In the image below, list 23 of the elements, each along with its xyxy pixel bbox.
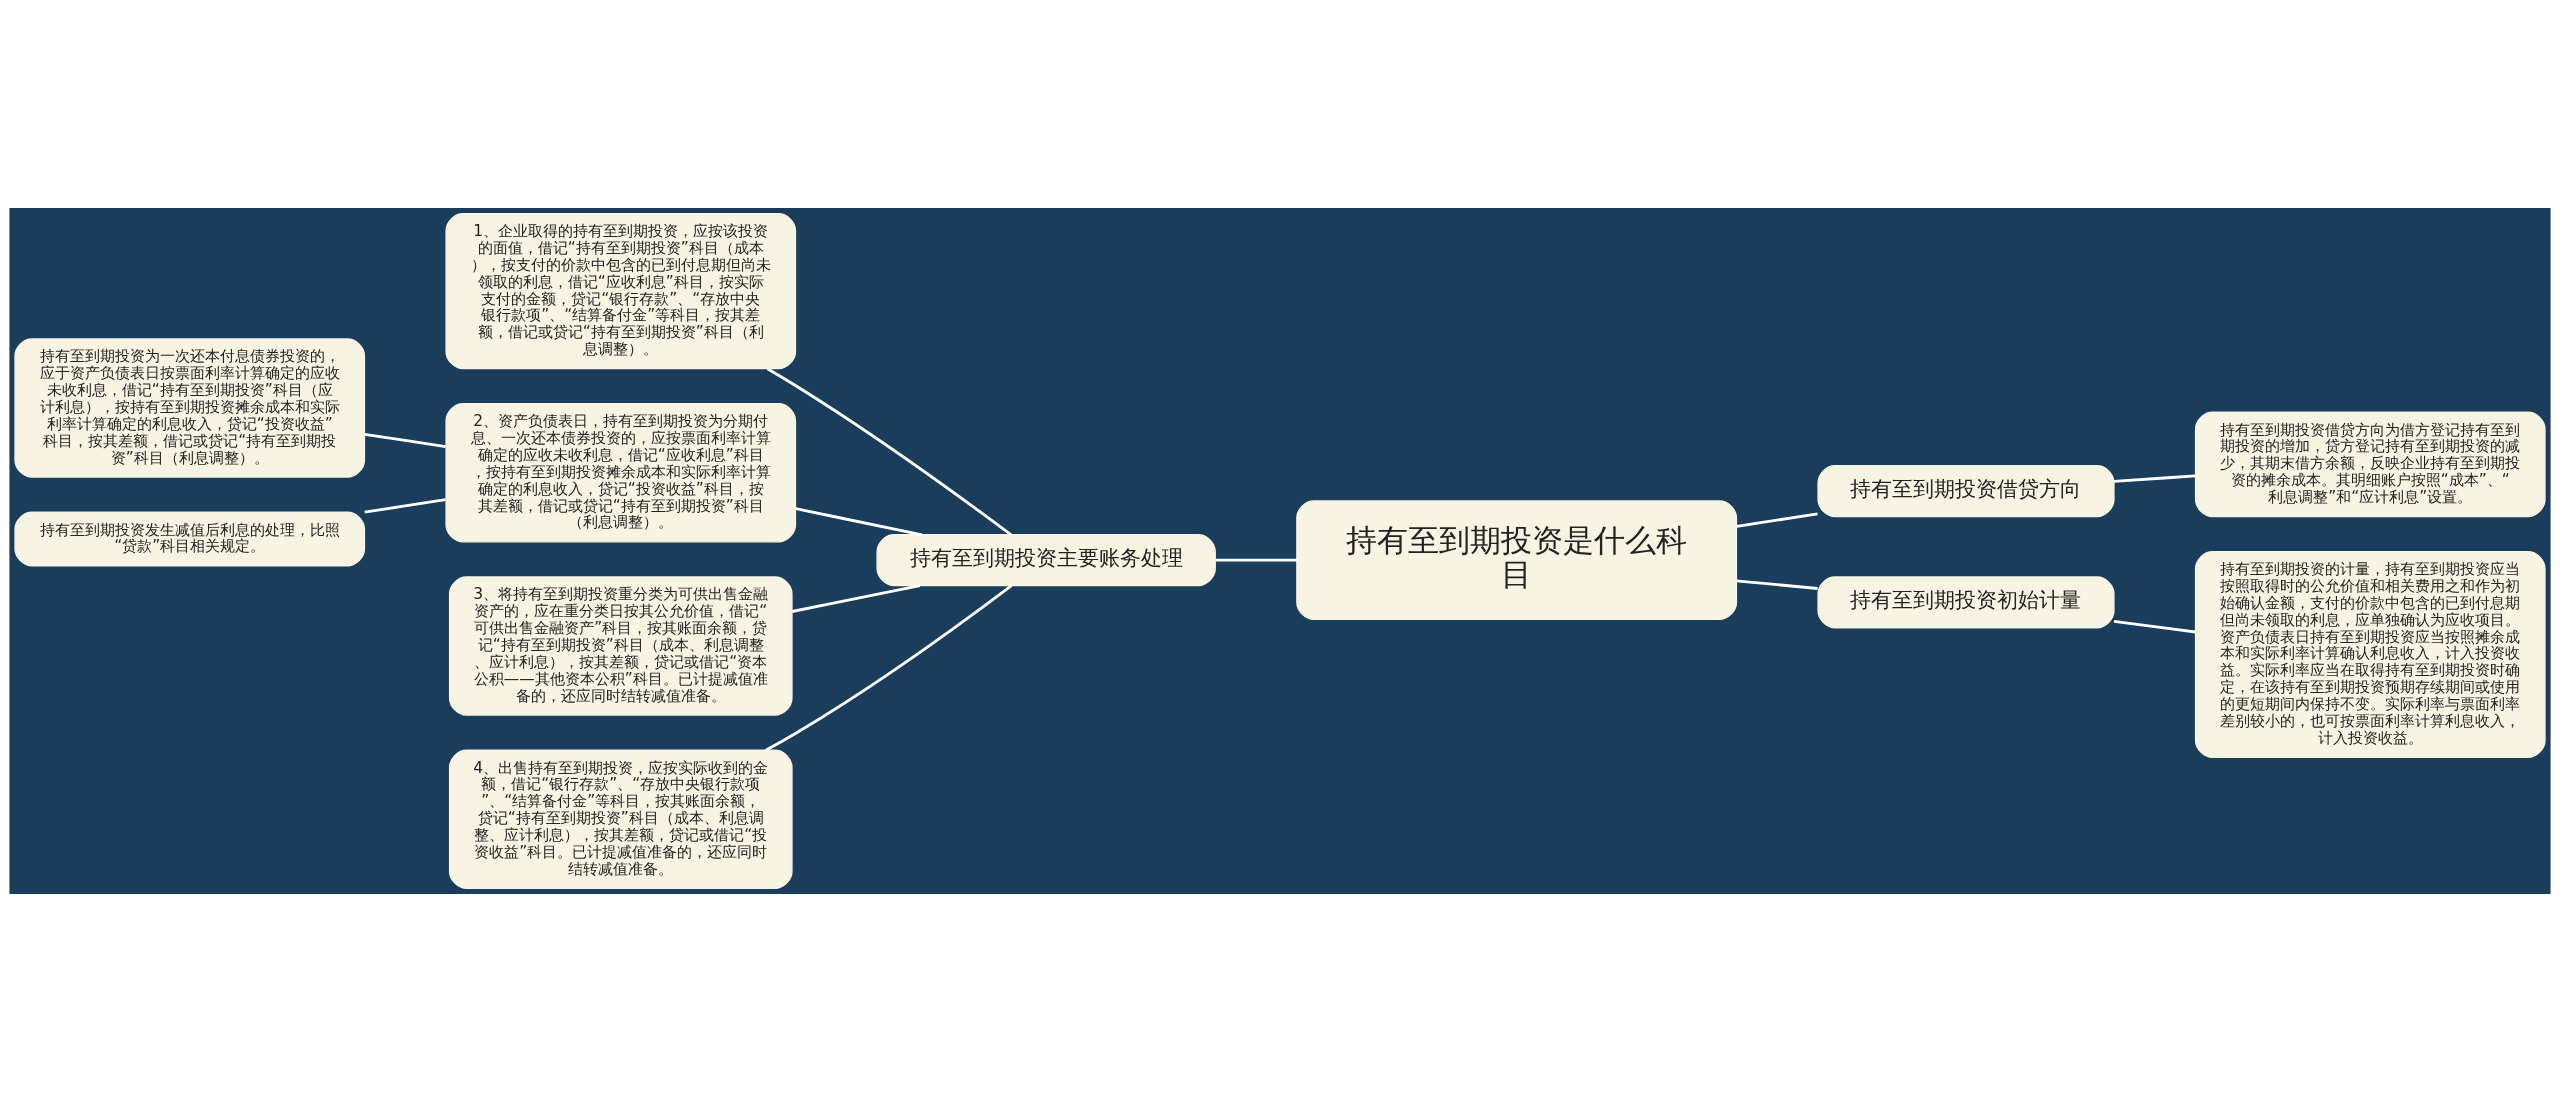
node-box: 持有至到期投资发生减值后利息的处理，比照“贷款”科目相关规定。 [14, 511, 366, 567]
node-box: 2、资产负债表日，持有至到期投资为分期付息、一次还本债券投资的，应按票面利率计算确定的应收未收利息，借记“应收利息”科目，按持有至到期投资摊余成本和实际利率计算确定的利息收入，贷记“投资收益”科目，按其差额，借记或贷记“持有至到期投资”科目（利息调整）。 [445, 403, 797, 543]
node-box: 持有至到期投资初始计量 [1817, 576, 2115, 629]
connector [791, 584, 921, 613]
node-box: 持有至到期投资借贷方向为借方登记持有至到期投资的增加，贷方登记持有至到期投资的减少，其期末借方余额，反映企业持有至到期投资的摊余成本。其明细账户按照“成本”、“利息调整”和“应计利息”设置。 [2194, 411, 2546, 518]
node-box: 4、出售持有至到期投资，应按实际收到的金额，借记“银行存款”、“存放中央银行款项”、“结算备付金”等科目，按其账面余额，贷记“持有至到期投资”科目（成本、利息调整、应计利息），按其差额，贷记或借记“投资收益”科目。已计提减值准备的，还应同时结转减值准备。 [448, 749, 793, 890]
connector [2113, 474, 2196, 483]
node-box: 1、企业取得的持有至到期投资，应按该投资的面值，借记“持有至到期投资”科目（成本），按支付的价款中包含的已到付息期但尚未领取的利息，借记“应收利息”科目，按实际支付的金额，贷记“银行存款”、“存放中央银行款项”、“结算备付金”等科目，按其差额，借记或贷记“持有至到期投资”科目（利息调整）。 [445, 212, 797, 370]
connector [765, 584, 1013, 752]
connector [1736, 512, 1818, 528]
connector [1215, 558, 1297, 562]
node-box: 持有至到期投资主要账务处理 [876, 534, 1216, 587]
connector [364, 432, 446, 448]
node-box: 持有至到期投资借贷方向 [1817, 465, 2115, 518]
connector [2113, 620, 2196, 634]
connector [364, 498, 446, 514]
node-box: 持有至到期投资是什么科目 [1296, 500, 1738, 621]
connector [795, 507, 923, 537]
node-box: 持有至到期投资为一次还本付息债券投资的，应于资产负债表日按票面利率计算确定的应收未收利息，借记“持有至到期投资”科目（应计利息），按持有至到期投资摊余成本和实际利率计算确定的利息收入，贷记“投资收益”科目，按其差额，借记或贷记“持有至到期投资”科目（利息调整）。 [14, 338, 366, 478]
connector [1736, 579, 1818, 590]
node-box: 3、将持有至到期投资重分类为可供出售金融资产的，应在重分类日按其公允价值，借记“可供出售金融资产”科目，按其账面余额，贷记“持有至到期投资”科目（成本、利息调整、应计利息），按其差额，贷记或借记“资本公积——其他资本公积”科目。已计提减值准备的，还应同时结转减值准备。 [448, 576, 793, 716]
node-box: 持有至到期投资的计量，持有至到期投资应当按照取得时的公允价值和相关费用之和作为初始确认金额，支付的价款中包含的已到付息期但尚未领取的利息，应单独确认为应收项目。资产负债表日持有至到期投资应当按照摊余成本和实际利率计算确认利息收入，计入投资收益。实际利率应当在取得持有至到期投资时确定，在该持有至到期投资预期存续期间或使用的更短期间内保持不变。实际利率与票面利率差别较小的，也可按票面利率计算利息收入，计入投资收益。 [2194, 551, 2546, 759]
connector [766, 367, 1012, 536]
